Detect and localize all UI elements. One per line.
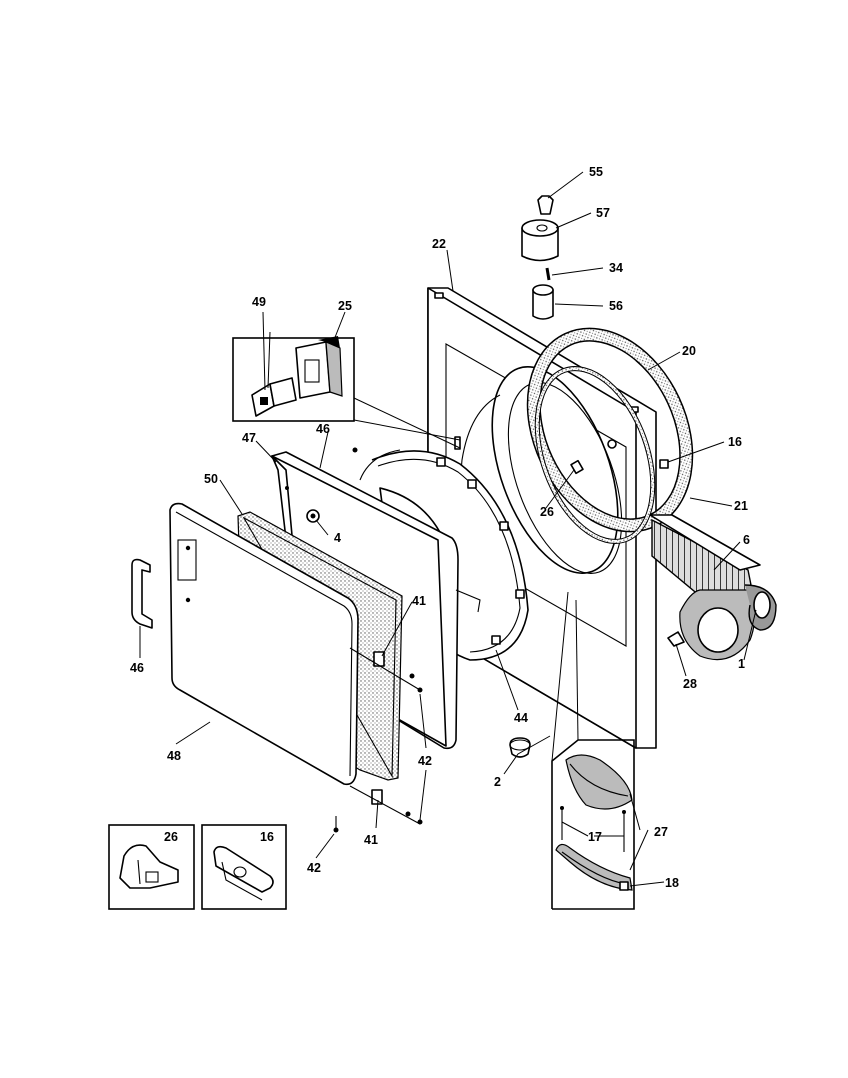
hinge-screws <box>333 647 423 833</box>
inset-glide-box <box>551 591 635 910</box>
door-switch-assembly <box>521 195 559 320</box>
callout-42: 42 <box>418 754 432 768</box>
callout-55: 55 <box>589 165 603 179</box>
callout-16: 16 <box>260 830 274 844</box>
screw <box>352 447 358 453</box>
callout-2: 2 <box>494 775 501 789</box>
callout-46: 46 <box>316 422 330 436</box>
callout-41: 41 <box>364 833 378 847</box>
callout-46: 46 <box>130 661 144 675</box>
callout-16: 16 <box>728 435 742 449</box>
door-switch <box>295 336 343 399</box>
drum-glide-screw <box>570 439 617 475</box>
callout-20: 20 <box>682 344 696 358</box>
exhaust-duct <box>649 514 777 661</box>
inset-clip-box-16 <box>201 824 287 910</box>
callout-25: 25 <box>338 299 352 313</box>
callout-21: 21 <box>734 499 748 513</box>
callout-49: 49 <box>252 295 266 309</box>
callout-4: 4 <box>334 531 341 545</box>
panel-slot <box>434 292 444 299</box>
screw <box>667 631 685 647</box>
callout-41: 41 <box>412 594 426 608</box>
callout-50: 50 <box>204 472 218 486</box>
callout-27: 27 <box>654 825 668 839</box>
callout-44: 44 <box>514 711 528 725</box>
outer-door <box>169 502 359 786</box>
plunger <box>532 289 554 320</box>
callout-17: 17 <box>588 830 602 844</box>
door-handle <box>131 545 191 629</box>
callout-57: 57 <box>596 206 610 220</box>
push-button <box>251 377 297 417</box>
inset-switch-box <box>232 336 355 422</box>
leader-lines <box>139 171 757 887</box>
callout-42: 42 <box>307 861 321 875</box>
leveling-foot <box>509 737 531 758</box>
callout-56: 56 <box>609 299 623 313</box>
switch-opening <box>454 436 461 450</box>
inset-clip-box-26 <box>108 824 195 910</box>
callout-47: 47 <box>242 431 256 445</box>
callout-6: 6 <box>743 533 750 547</box>
actuator <box>537 195 554 215</box>
callout-26: 26 <box>164 830 178 844</box>
callout-18: 18 <box>665 876 679 890</box>
glide-clip <box>659 459 669 469</box>
callout-1: 1 <box>738 657 745 671</box>
callout-48: 48 <box>167 749 181 763</box>
callout-34: 34 <box>609 261 623 275</box>
callout-22: 22 <box>432 237 446 251</box>
callout-28: 28 <box>683 677 697 691</box>
callout-labels: 55 57 34 56 22 49 25 20 16 21 26 6 1 28 … <box>130 165 750 890</box>
callout-26: 26 <box>540 505 554 519</box>
